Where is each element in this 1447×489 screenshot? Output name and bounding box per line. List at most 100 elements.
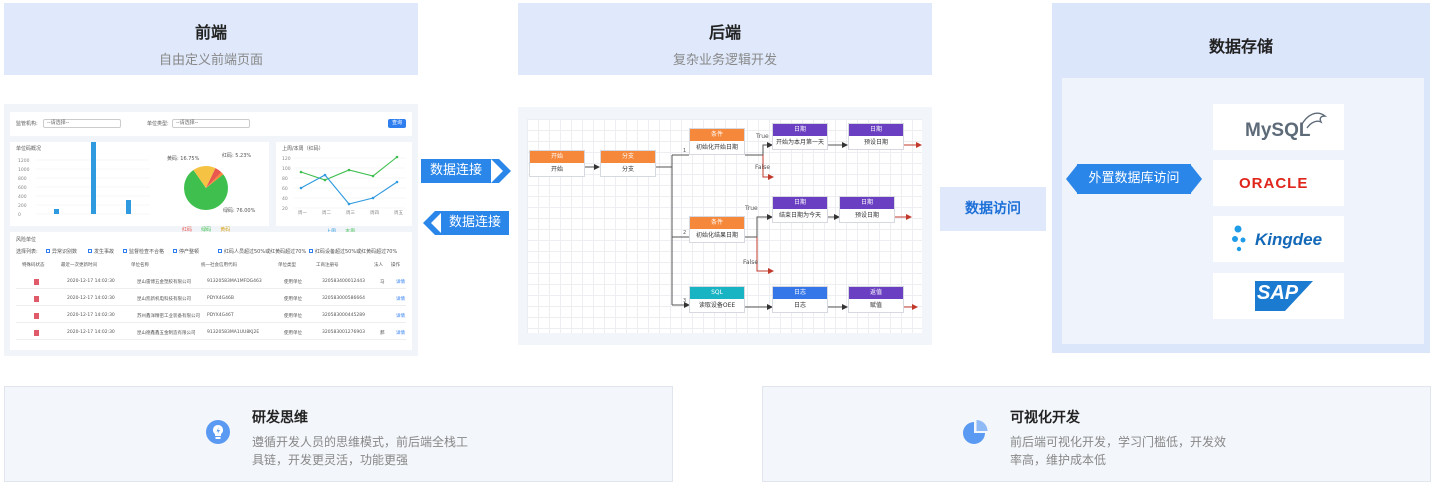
filter2-select[interactable]: --请选择--	[172, 119, 250, 128]
table-cell: 昆山德鑫鑫五金制造有限公司	[137, 331, 196, 336]
bar-mark	[126, 200, 131, 214]
backend-subtitle: 复杂业务逻辑开发	[672, 53, 777, 68]
risk-checkbox-label: 监督检查不合格	[129, 249, 165, 255]
flow-node-date-3[interactable]: 日期 结束日期为今天	[772, 196, 828, 224]
table-cell: PDYX4G46T	[207, 313, 234, 318]
flow-node-date-1[interactable]: 日期 开始为本月第一天	[772, 123, 828, 151]
bar-mark	[91, 142, 96, 214]
flow-node-sql[interactable]: SQL 读取设备OEE	[689, 286, 745, 314]
filter1-select[interactable]: --请选择--	[43, 119, 121, 128]
detail-link[interactable]: 详情	[396, 314, 405, 319]
line-point	[371, 174, 375, 178]
data-connect-left-arrow: 数据连接	[441, 211, 509, 235]
data-connect-right-label: 数据连接	[429, 163, 482, 178]
flow-node-date-4[interactable]: 日期 预设日期	[839, 196, 895, 224]
risk-checkbox[interactable]: 监督检查不合格	[123, 249, 164, 255]
table-header-cell: 操作	[391, 263, 400, 268]
flow-connectors	[584, 142, 922, 333]
frontend-preview: 监管机构: --请选择-- 单位类型: --请选择-- 查询 单位码概况 120…	[4, 104, 418, 356]
node-header: SQL	[690, 287, 744, 299]
line-x-tick: 周四	[370, 210, 379, 216]
external-db-label: 外置数据库访问	[1088, 171, 1180, 186]
line-point	[347, 202, 351, 206]
line-point	[395, 180, 399, 184]
flow-node-date-2[interactable]: 日期 预设日期	[848, 123, 904, 151]
table-header-cell: 最近一次更新时间	[61, 263, 97, 268]
table-cell: 苏州鑫洋精密工业装备有限公司	[137, 314, 200, 319]
line-x-tick: 周五	[394, 210, 403, 216]
flow-node-return[interactable]: 返值 赋值	[848, 286, 904, 314]
feature-desc-line2: 具链，开发更灵活，功能更强	[252, 453, 409, 467]
line-point	[323, 178, 327, 182]
query-button[interactable]: 查询	[388, 119, 406, 128]
risk-checkbox[interactable]: 红码人员超过50%或红黄码超过70%	[218, 249, 306, 255]
flow-node-condition-1[interactable]: 条件 初始化开始日期	[689, 128, 745, 156]
risk-checkbox[interactable]: 停产整顿	[173, 249, 199, 255]
node-body: 开始为本月第一天	[775, 139, 824, 146]
flow-node-start[interactable]: 开始 开始	[529, 150, 585, 178]
node-header: 日期	[773, 124, 827, 136]
table-cell: 91320583MA1UU8KJ2E	[207, 330, 260, 335]
detail-link[interactable]: 详情	[396, 297, 405, 302]
line-point	[299, 186, 303, 190]
line-chart: 12010080604020周一周二周三周四周五	[282, 155, 406, 216]
flow-canvas[interactable]: 1 2 3 True False True False 开始 开始 分支 分支 …	[527, 119, 922, 333]
table-header: 特殊码状态最近一次更新时间单位名称统一社会信用代码单位类型工商注册号法人操作	[16, 262, 406, 272]
external-db-access-button[interactable]: 外置数据库访问	[1077, 164, 1191, 194]
kingdee-dots-icon	[1232, 225, 1246, 252]
flow-node-condition-2[interactable]: 条件 初始化结果日期	[689, 216, 745, 244]
node-header: 条件	[690, 129, 744, 141]
edge-true-1: True	[756, 133, 769, 140]
bar-y-tick: 400	[18, 194, 27, 200]
external-db-arrow-right	[1190, 164, 1202, 194]
filter2-label: 单位类型:	[147, 121, 169, 127]
pie-label-yellow: 黄码: 16.75%	[167, 156, 200, 162]
bar-y-tick: 0	[18, 212, 21, 218]
risk-checkbox[interactable]: 红码设备超过50%或红黄码超过70%	[309, 249, 397, 255]
node-header: 返值	[849, 287, 903, 299]
line-y-tick: 40	[282, 196, 288, 202]
sap-badge	[1255, 281, 1313, 311]
flow-node-branch[interactable]: 分支 分支	[600, 150, 656, 178]
checkbox-icon	[218, 249, 222, 253]
pie-slice	[206, 168, 222, 188]
table-cell: 2020-12-17 14:02:30	[67, 296, 115, 301]
detail-link[interactable]: 详情	[396, 280, 405, 285]
chevron-left-icon	[423, 211, 443, 235]
node-header: 日志	[773, 287, 827, 299]
risk-filter-label: 选择列表:	[16, 249, 38, 255]
pie-legend-red: 红码	[182, 227, 193, 233]
table-cell: 昆山雷博五金塑胶有限公司	[137, 280, 191, 285]
line-panel-title: 上周/本周（红码）	[282, 146, 324, 152]
line-point	[395, 155, 399, 159]
node-body: 初始化结果日期	[695, 232, 738, 239]
risk-checkbox[interactable]: 发生事故	[88, 249, 114, 255]
data-access-label: 数据访问	[940, 187, 1046, 231]
edge-false-2: False	[743, 259, 759, 266]
bar-y-tick: 200	[18, 203, 27, 209]
lightbulb-icon	[206, 420, 230, 444]
detail-link[interactable]: 详情	[396, 331, 405, 336]
checkbox-icon	[123, 249, 127, 253]
node-body: 初始化开始日期	[695, 144, 738, 151]
bar-y-tick: 800	[18, 176, 27, 182]
kingdee-logo: Kingdee	[1213, 216, 1344, 262]
backend-flow-editor: 1 2 3 True False True False 开始 开始 分支 分支 …	[518, 107, 932, 345]
flow-node-log[interactable]: 日志 日志	[772, 286, 828, 314]
edge-number-2: 2	[683, 230, 687, 236]
line-point	[347, 168, 351, 172]
feature-card-dev-thinking: 研发思维 遵循开发人员的思维模式，前后端全栈工 具链，开发更灵活，功能更强	[4, 386, 673, 482]
table-header-cell: 工商注册号	[316, 263, 339, 268]
node-body: 日志	[793, 302, 806, 309]
node-header: 条件	[690, 217, 744, 229]
bar-y-tick: 1000	[18, 167, 30, 173]
sap-logo: SAP	[1213, 273, 1344, 319]
line-x-tick: 周二	[322, 210, 331, 216]
risk-checkbox[interactable]: 异常识别数	[46, 249, 77, 255]
table-cell: 91320583MA1MFDG463	[207, 279, 262, 284]
table-cell: 2020-12-17 14:02:30	[67, 313, 115, 318]
table-cell: 使用单位	[284, 331, 302, 336]
